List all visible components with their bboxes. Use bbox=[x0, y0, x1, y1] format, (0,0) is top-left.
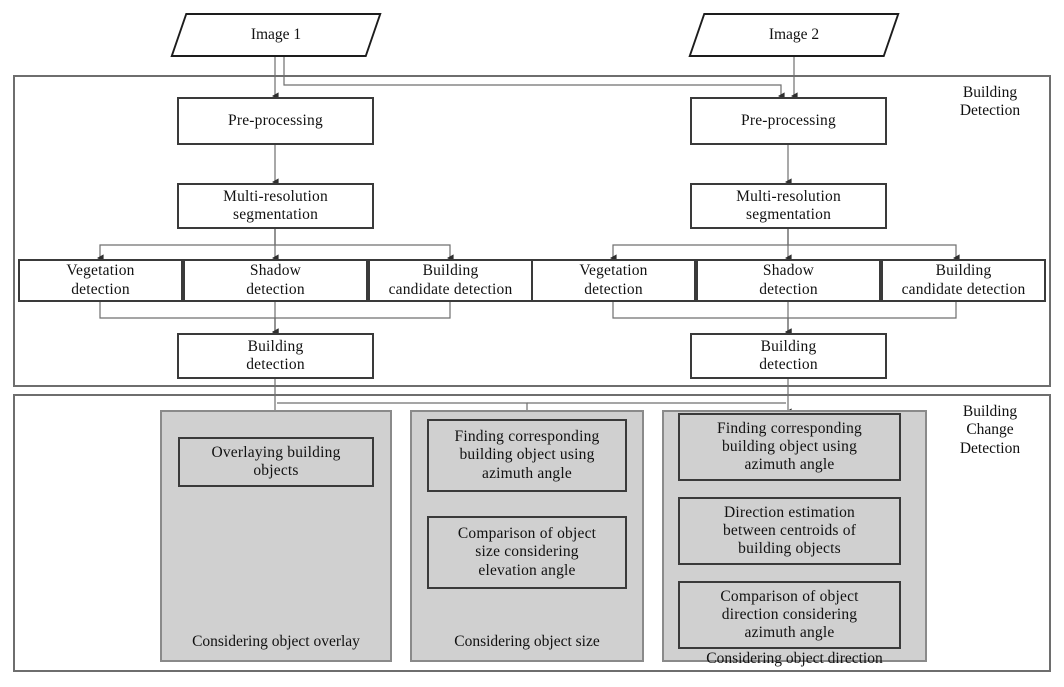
frame-building-detection-label: Building Detection bbox=[959, 84, 1021, 120]
node-pre-processing-left[interactable]: Pre-processing bbox=[177, 97, 374, 145]
node-overlaying-building-objects[interactable]: Overlaying building objects bbox=[178, 437, 374, 487]
node-building-detection-left[interactable]: Building detection bbox=[177, 333, 374, 379]
node-building-detection-right[interactable]: Building detection bbox=[690, 333, 887, 379]
node-direction-estimation-centroids[interactable]: Direction estimation between centroids o… bbox=[678, 497, 901, 565]
node-comparison-object-direction-azimuth[interactable]: Comparison of object direction consideri… bbox=[678, 581, 901, 649]
node-multi-resolution-segmentation-right[interactable]: Multi-resolution segmentation bbox=[690, 183, 887, 229]
frame-building-change-detection-label: Building Change Detection bbox=[959, 403, 1021, 457]
input-image-2[interactable]: Image 2 bbox=[688, 13, 900, 57]
input-image-2-label: Image 2 bbox=[768, 26, 820, 43]
node-building-candidate-detection-right[interactable]: Building candidate detection bbox=[881, 259, 1046, 302]
caption-considering-object-overlay: Considering object overlay bbox=[192, 633, 360, 650]
node-vegetation-detection-left[interactable]: Vegetation detection bbox=[18, 259, 183, 302]
node-comparison-object-size-elevation[interactable]: Comparison of object size considering el… bbox=[427, 516, 627, 589]
node-building-candidate-detection-left[interactable]: Building candidate detection bbox=[368, 259, 533, 302]
input-image-1[interactable]: Image 1 bbox=[170, 13, 382, 57]
node-multi-resolution-segmentation-left[interactable]: Multi-resolution segmentation bbox=[177, 183, 374, 229]
node-pre-processing-right[interactable]: Pre-processing bbox=[690, 97, 887, 145]
node-vegetation-detection-right[interactable]: Vegetation detection bbox=[531, 259, 696, 302]
node-shadow-detection-left[interactable]: Shadow detection bbox=[183, 259, 368, 302]
node-finding-corresponding-building-object-azimuth-size[interactable]: Finding corresponding building object us… bbox=[427, 419, 627, 492]
node-shadow-detection-right[interactable]: Shadow detection bbox=[696, 259, 881, 302]
input-image-1-label: Image 1 bbox=[250, 26, 302, 43]
frame-building-detection bbox=[13, 75, 1051, 387]
node-finding-corresponding-building-object-azimuth-dir[interactable]: Finding corresponding building object us… bbox=[678, 413, 901, 481]
caption-considering-object-size: Considering object size bbox=[454, 633, 600, 650]
caption-considering-object-direction: Considering object direction bbox=[706, 650, 883, 667]
frame-building-change-detection bbox=[13, 394, 1051, 672]
